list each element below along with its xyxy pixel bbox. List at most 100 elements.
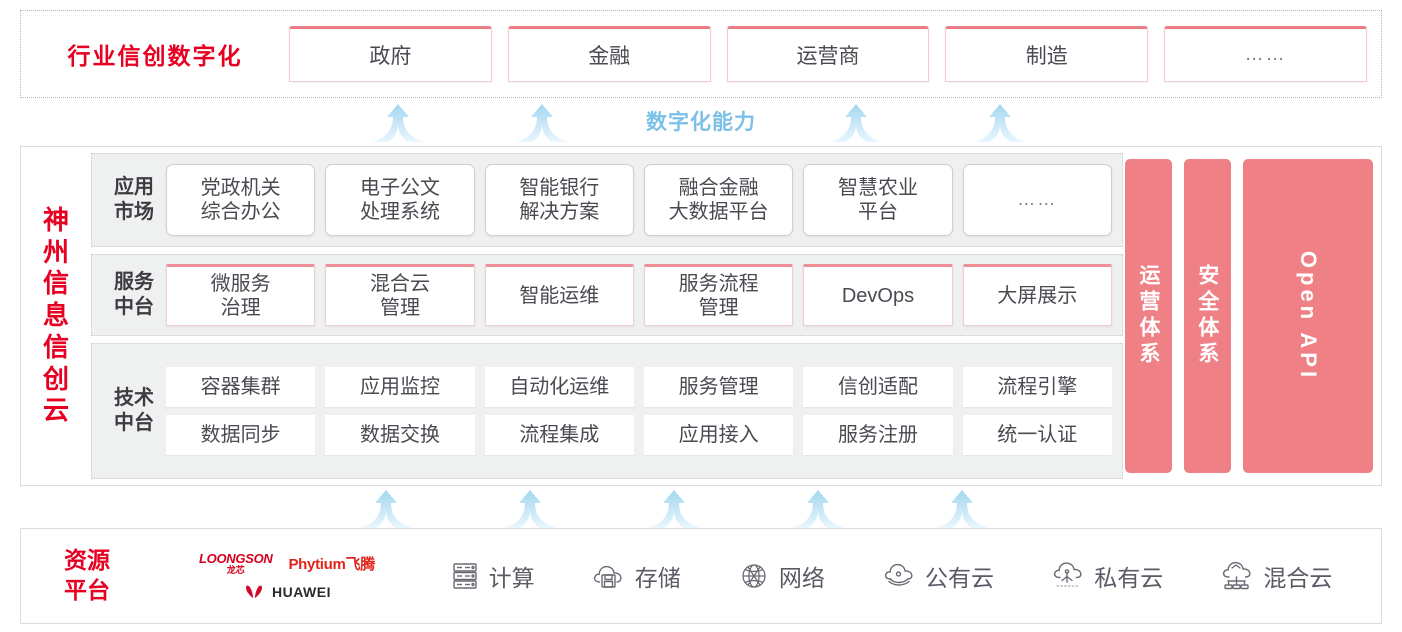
up-arrow-icon [504, 490, 556, 528]
industry-card-operator[interactable]: 运营商 [726, 26, 930, 82]
pillar-open-api[interactable]: Open API [1242, 159, 1374, 473]
resource-arrow-strip [20, 488, 1382, 528]
tech-cell-app-monitoring[interactable]: 应用监控 [325, 367, 475, 407]
hybrid-cloud-icon [1223, 561, 1251, 590]
svc-cell-microservice-governance[interactable]: 微服务治理 [166, 264, 316, 326]
tech-cell-process-integration[interactable]: 流程集成 [484, 415, 634, 455]
resource-item-public-cloud[interactable]: 公有云 [882, 559, 994, 593]
pillar-security-system[interactable]: 安全体系 [1183, 159, 1231, 473]
resource-item-label: 存储 [634, 565, 681, 591]
resource-item-private-cloud[interactable]: 私有云 [1051, 559, 1163, 593]
app-cell-govt-office[interactable]: 党政机关综合办公 [166, 164, 316, 236]
up-arrow-icon [516, 104, 568, 142]
layer-label-line1: 应用 [114, 176, 154, 198]
up-arrow-icon [372, 104, 424, 142]
app-cell-smart-bank[interactable]: 智能银行解决方案 [484, 164, 634, 236]
vendor-logo-row-1: LOONGSON 龙芯 Phytium飞腾 [199, 552, 375, 575]
resource-item-label: 私有云 [1094, 565, 1164, 591]
industry-card-finance[interactable]: 金融 [507, 26, 711, 82]
tech-cell-process-engine[interactable]: 流程引擎 [962, 367, 1112, 407]
resource-item-network[interactable]: 网络 [738, 559, 825, 593]
cloud-title-char-3: 息 [42, 300, 69, 331]
cloud-title-char-5: 创 [42, 363, 69, 394]
resource-title-line1: 资源 [64, 547, 110, 574]
up-arrow-icon [830, 104, 882, 142]
private-cloud-icon [1054, 562, 1082, 587]
pillar-group: 运营体系 安全体系 Open API [1125, 159, 1374, 473]
cloud-title-char-4: 信 [42, 331, 69, 362]
up-arrow-0 [360, 490, 412, 528]
pillar-label: 安全体系 [1195, 264, 1219, 368]
cloud-storage-icon [593, 565, 622, 588]
industry-card-more[interactable]: …… [1164, 26, 1367, 82]
resource-platform-title: 资源 平台 [21, 546, 153, 606]
up-arrow-icon [792, 490, 844, 528]
network-globe-icon [742, 564, 766, 588]
layer-label-line1: 技术 [114, 387, 154, 409]
up-arrow-3 [974, 104, 1026, 142]
up-arrow-icon [974, 104, 1026, 142]
tech-cell-app-access[interactable]: 应用接入 [643, 415, 794, 455]
app-cell-smart-agriculture[interactable]: 智慧农业平台 [803, 164, 953, 236]
app-cell-edoc-system[interactable]: 电子公文处理系统 [325, 164, 475, 236]
tech-cell-container-cluster[interactable]: 容器集群 [166, 367, 316, 407]
up-arrow-2 [830, 104, 882, 142]
industry-band: 行业信创数字化 政府 金融 运营商 制造 …… [20, 10, 1382, 98]
layer-service-platform: 服务 中台 微服务治理 混合云管理 智能运维 服务流程管理 DevOps 大屏展 [91, 254, 1123, 336]
shenzhou-cloud-panel: 神州信息信创云 应用 市场 党政机关综合办公 电子公文处理系统 智能银行解决 [20, 146, 1382, 486]
svc-cell-service-process-mgmt[interactable]: 服务流程管理 [643, 264, 794, 326]
svc-cell-smart-ops[interactable]: 智能运维 [484, 264, 634, 326]
up-arrow-icon [648, 490, 700, 528]
loongson-logo-cn: 龙芯 [226, 565, 245, 575]
resource-item-label: 计算 [488, 565, 535, 591]
up-arrow-icon [936, 490, 988, 528]
up-arrow-3 [792, 490, 844, 528]
layer-label-line1: 服务 [114, 271, 154, 293]
tech-row-2: 数据同步 数据交换 流程集成 应用接入 服务注册 统一认证 [166, 415, 1112, 455]
tech-platform-grid: 容器集群 应用监控 自动化运维 服务管理 信创适配 流程引擎 数据同步 数据交换… [166, 367, 1112, 455]
layer-label-tech-platform: 技术 中台 [102, 386, 166, 436]
up-arrow-1 [504, 490, 556, 528]
svc-cell-big-screen-display[interactable]: 大屏展示 [962, 264, 1112, 326]
top-arrow-group [20, 100, 1382, 142]
huawei-logo-text: HUAWEI [272, 584, 331, 600]
industry-card-manufacturing[interactable]: 制造 [945, 26, 1149, 82]
cloud-title-char-1: 州 [42, 236, 69, 267]
tech-cell-xinchuang-adaptation[interactable]: 信创适配 [803, 367, 953, 407]
resource-platform-panel: 资源 平台 LOONGSON 龙芯 Phytium飞腾 HUAWEI [20, 528, 1382, 624]
pillar-operations-system[interactable]: 运营体系 [1125, 159, 1172, 473]
tech-cell-unified-auth[interactable]: 统一认证 [962, 415, 1112, 455]
svc-cell-hybrid-cloud-mgmt[interactable]: 混合云管理 [325, 264, 475, 326]
app-cell-finance-bigdata[interactable]: 融合金融大数据平台 [643, 164, 794, 236]
tech-cell-service-registry[interactable]: 服务注册 [803, 415, 953, 455]
layer-label-line2: 中台 [114, 412, 154, 434]
layer-label-app-market: 应用 市场 [102, 175, 166, 225]
svc-cell-devops[interactable]: DevOps [803, 264, 953, 326]
tech-cell-automated-ops[interactable]: 自动化运维 [484, 367, 634, 407]
capability-label: 数字化能力 [646, 111, 756, 134]
industry-band-title: 行业信创数字化 [67, 43, 243, 69]
cloud-title-char-2: 信 [42, 268, 69, 299]
phytium-logo: Phytium飞腾 [288, 556, 375, 573]
app-cell-more[interactable]: …… [962, 164, 1112, 236]
cloud-panel-title: 神州信息信创云 [21, 147, 91, 485]
cloud-panel-body: 应用 市场 党政机关综合办公 电子公文处理系统 智能银行解决方案 融合金融大数据… [91, 147, 1381, 485]
industry-card-government[interactable]: 政府 [289, 26, 492, 82]
server-icon [452, 563, 477, 589]
resource-item-compute[interactable]: 计算 [450, 559, 535, 593]
resource-item-hybrid-cloud[interactable]: 混合云 [1220, 559, 1332, 593]
tech-cell-data-exchange[interactable]: 数据交换 [325, 415, 475, 455]
layer-label-line2: 市场 [114, 201, 154, 223]
cloud-title-char-0: 神 [42, 204, 69, 235]
huawei-flower-icon [246, 585, 262, 599]
pillar-label: Open API [1295, 250, 1321, 382]
resource-title-line2: 平台 [64, 577, 110, 603]
tech-cell-data-sync[interactable]: 数据同步 [166, 415, 316, 455]
layer-tech-platform: 技术 中台 容器集群 应用监控 自动化运维 服务管理 信创适配 流程引擎 数据同… [91, 343, 1123, 479]
resource-item-storage[interactable]: 存储 [592, 559, 681, 593]
resource-item-label: 公有云 [925, 565, 995, 591]
loongson-logo: LOONGSON 龙芯 [199, 552, 273, 575]
tech-cell-service-mgmt[interactable]: 服务管理 [643, 367, 794, 407]
resource-item-label: 混合云 [1263, 565, 1333, 591]
layer-label-service-platform: 服务 中台 [102, 270, 166, 320]
